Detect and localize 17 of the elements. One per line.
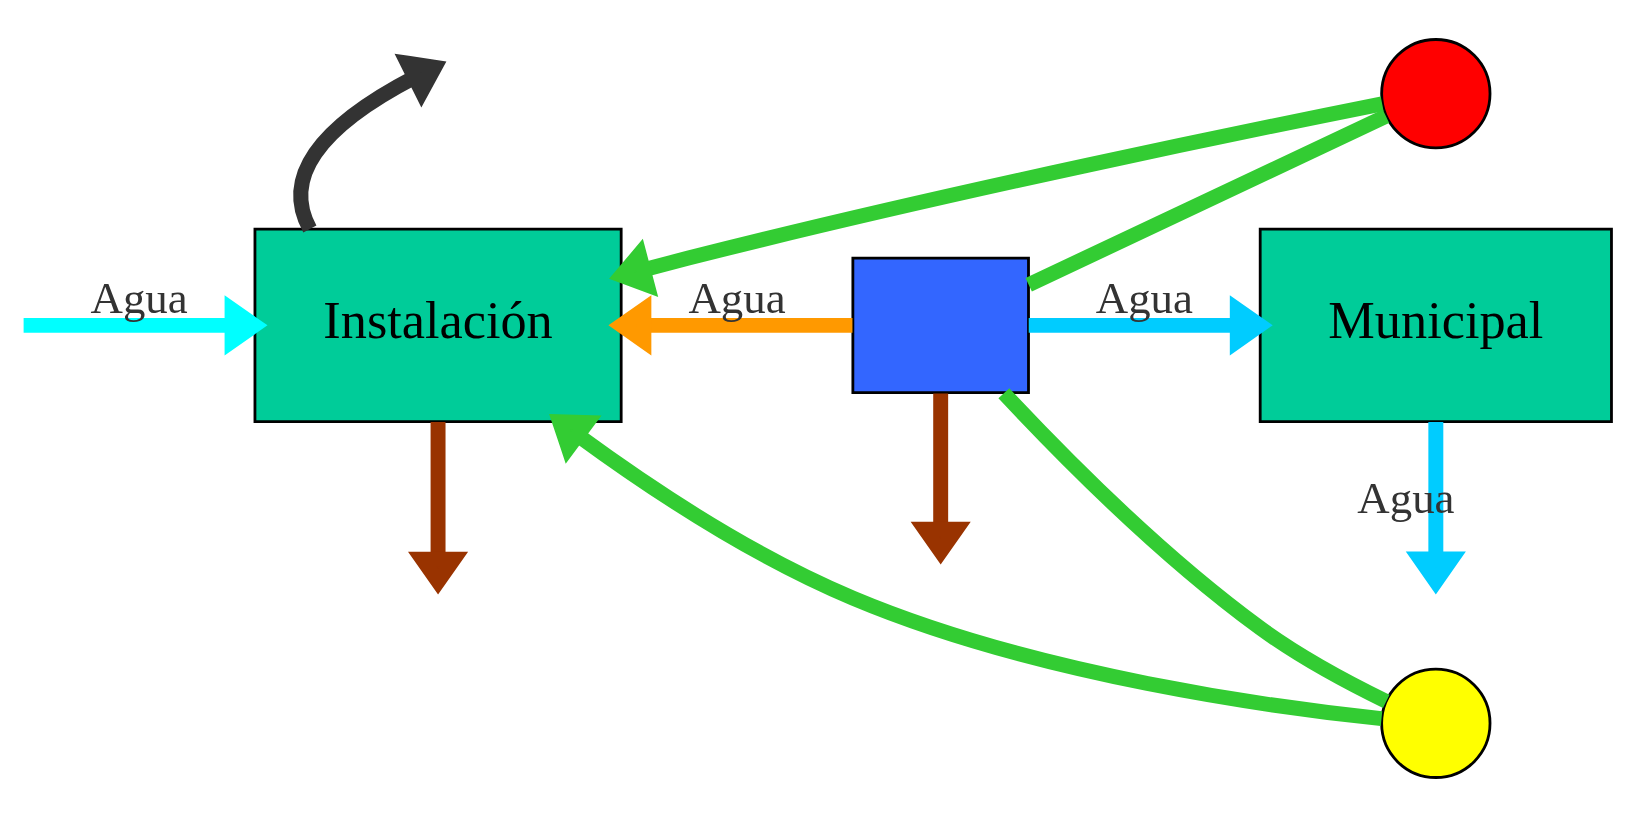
arrow [910, 392, 971, 565]
connector [998, 387, 1390, 708]
connector [1025, 109, 1390, 291]
edge-label: Agua [1095, 272, 1193, 323]
arrow [609, 96, 1384, 297]
arrow [608, 294, 853, 355]
arrow [23, 294, 268, 355]
edge-label: Agua [90, 272, 188, 323]
node-box [851, 256, 1030, 394]
node-box: Instalación [253, 227, 623, 423]
node-circle [1380, 37, 1492, 149]
node-box: Municipal [1258, 227, 1613, 423]
arrow [408, 421, 469, 595]
node-circle [1380, 667, 1492, 779]
edge-label: Agua [688, 272, 786, 323]
arrow [549, 413, 1383, 726]
arrow [1028, 294, 1273, 355]
